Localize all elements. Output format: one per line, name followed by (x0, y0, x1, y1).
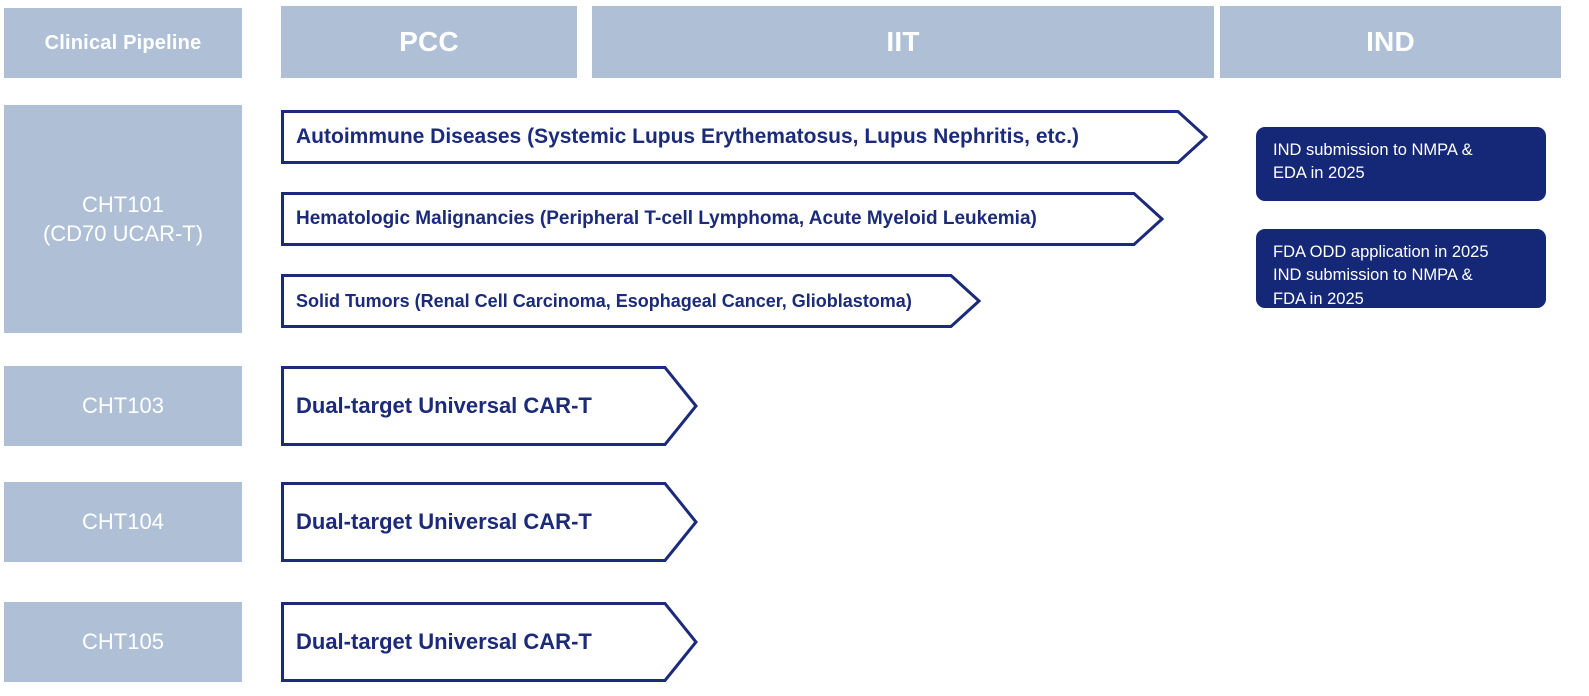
ind-milestone-card-2: FDA ODD application in 2025 IND submissi… (1256, 229, 1546, 308)
pipeline-arrow-cht101-hematologic[interactable]: Hematologic Malignancies (Peripheral T-c… (281, 192, 1164, 246)
pipeline-arrow-label: Solid Tumors (Renal Cell Carcinoma, Esop… (296, 290, 912, 311)
pipeline-arrow-label: Dual-target Universal CAR-T (296, 393, 592, 418)
pipeline-arrow-cht105[interactable]: Dual-target Universal CAR-T (281, 602, 698, 682)
header-stage-ind-label: IND (1366, 26, 1415, 57)
pipeline-arrow-cht101-solid-tumors[interactable]: Solid Tumors (Renal Cell Carcinoma, Esop… (281, 274, 981, 328)
program-label-cht104: CHT104 (4, 482, 242, 562)
program-label-cht101-target: (CD70 UCAR-T) (42, 221, 204, 246)
header-clinical-pipeline: Clinical Pipeline (4, 8, 242, 78)
program-label-cht104-name: CHT104 (82, 509, 164, 535)
pipeline-arrow-label: Hematologic Malignancies (Peripheral T-c… (296, 208, 1037, 229)
program-label-cht101-name: CHT101 (82, 191, 164, 217)
pipeline-arrow-cht103[interactable]: Dual-target Universal CAR-T (281, 366, 698, 446)
ind-milestone-line: FDA ODD application in 2025 (1273, 243, 1489, 261)
program-label-cht105-name: CHT105 (82, 629, 164, 655)
ind-milestone-line: EDA in 2025 (1273, 164, 1365, 183)
header-stage-iit: IIT (592, 6, 1214, 78)
ind-milestone-line: IND submission to NMPA & (1273, 266, 1473, 285)
header-stage-ind: IND (1220, 6, 1561, 78)
ind-milestone-card-1: IND submission to NMPA & EDA in 2025 (1256, 127, 1546, 201)
pipeline-arrow-cht104[interactable]: Dual-target Universal CAR-T (281, 482, 698, 562)
header-stage-pcc: PCC (281, 6, 577, 78)
program-label-cht103-name: CHT103 (82, 393, 164, 419)
pipeline-arrow-label: Dual-target Universal CAR-T (296, 629, 592, 654)
program-label-cht103: CHT103 (4, 366, 242, 446)
ind-milestone-line: FDA in 2025 (1273, 289, 1364, 308)
program-label-cht101: CHT101 (CD70 UCAR-T) (4, 105, 242, 333)
pipeline-arrow-cht101-autoimmune[interactable]: Autoimmune Diseases (Systemic Lupus Eryt… (281, 110, 1208, 164)
header-clinical-pipeline-label: Clinical Pipeline (44, 31, 202, 54)
program-label-cht105: CHT105 (4, 602, 242, 682)
header-stage-pcc-label: PCC (399, 26, 459, 57)
pipeline-arrow-label: Autoimmune Diseases (Systemic Lupus Eryt… (296, 125, 1080, 148)
ind-milestone-line: IND submission to NMPA & (1273, 141, 1473, 159)
pipeline-arrow-label: Dual-target Universal CAR-T (296, 509, 592, 534)
header-stage-iit-label: IIT (886, 26, 920, 57)
